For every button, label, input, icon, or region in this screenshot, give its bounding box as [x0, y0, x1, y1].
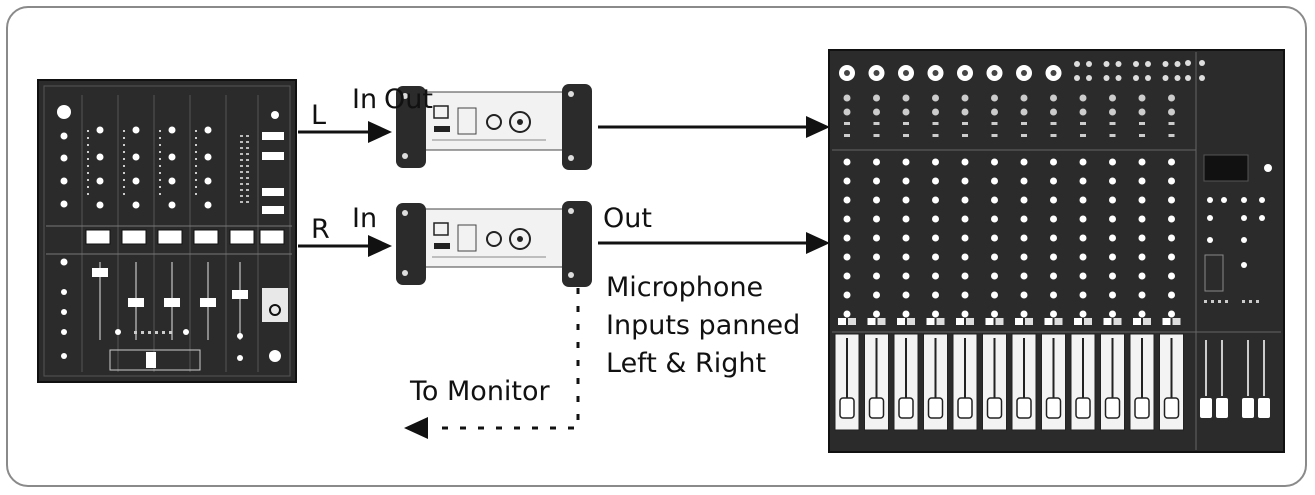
mic-note-line-1: Microphone	[606, 272, 764, 303]
right-channel-label: R	[311, 214, 330, 245]
di1-out-label: Out	[384, 84, 433, 115]
arrow-heads	[368, 116, 830, 439]
di2-out-arrow-head-icon	[806, 232, 830, 254]
monitor-label: To Monitor	[410, 376, 550, 407]
monitor-dotted-line	[430, 288, 580, 430]
mic-note-line-3: Left & Right	[606, 348, 767, 379]
di-box-icon	[396, 201, 592, 287]
mixing-console-icon	[828, 49, 1285, 453]
di1-out-arrow-head-icon	[806, 116, 830, 138]
dj-mixer-icon	[37, 79, 297, 383]
di1-in-label: In	[352, 84, 378, 115]
left-arrow-head-icon	[368, 121, 392, 143]
right-arrow-head-icon	[368, 235, 392, 257]
signal-lines	[298, 125, 815, 430]
mic-note: Microphone Inputs panned Left & Right	[606, 269, 800, 383]
left-channel-label: L	[311, 100, 327, 131]
monitor-arrow-head-icon	[404, 417, 428, 439]
di2-in-label: In	[352, 203, 378, 234]
mic-note-line-2: Inputs panned	[606, 310, 801, 341]
di-box-icon	[396, 84, 592, 170]
di2-out-label: Out	[603, 203, 652, 234]
